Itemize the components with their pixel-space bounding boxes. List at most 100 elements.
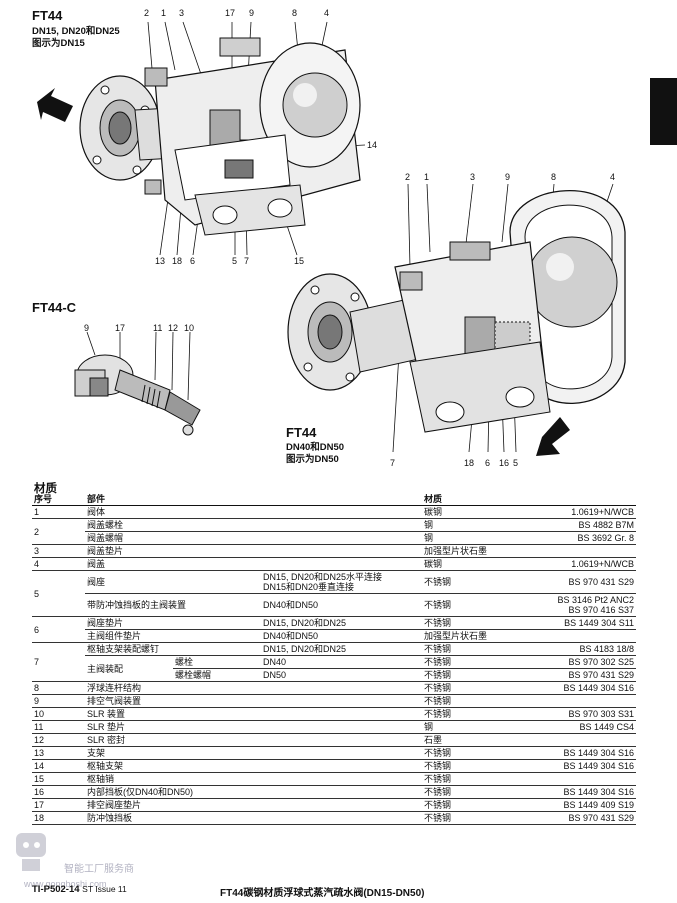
row-part: 枢轴支架装配螺钉 [85,642,261,656]
row-material: 不锈钢 [422,811,515,825]
row-size: DN15, DN20和DN25 [261,642,423,656]
row-no: 3 [32,544,85,558]
fig2-callout: 11 [153,323,163,333]
row-material: 不锈钢 [422,798,515,812]
fig1-callout: 14 [367,140,378,150]
row-spec: BS 1449 409 S19 [514,798,637,812]
fig1-callout: 13 [155,256,166,266]
table-row: 阀盖螺帽 钢 BS 3692 Gr. 8 [32,531,637,545]
fig3-subtitle-sizes: DN40和DN50 [286,442,345,453]
fig1-callout: 8 [292,8,298,18]
header-no: 序号 [32,493,85,506]
row-material: 钢 [422,720,515,734]
row-size: DN40和DN50 [261,593,423,617]
row-no: 17 [32,798,85,812]
row-no: 10 [32,707,85,721]
materials-table: 序号 部件 材质 1 阀体 碳钢 1.0619+N/WCB 2 阀盖螺栓 钢 B… [32,493,637,825]
watermark: 智能工厂服务商 www.gongboshi.com [4,825,154,893]
fig1-callout: 17 [225,8,236,18]
footer-issue: ST Issue 11 [82,884,127,894]
row-material: 不锈钢 [422,694,515,708]
fig1-subtitle-shown: 图示为DN15 [32,38,85,49]
fig3-subtitle-shown: 图示为DN50 [286,454,339,465]
row-size: DN15, DN20和DN25 [261,616,423,630]
row-spec: BS 1449 304 S16 [514,746,637,760]
row-material: 不锈钢 [422,772,515,786]
fig3-callout: 4 [610,172,616,182]
fig1-title: FT44 [32,8,63,23]
table-row: 1 阀体 碳钢 1.0619+N/WCB [32,505,637,519]
table-row: 2 阀盖螺栓 钢 BS 4882 B7M [32,518,637,545]
row-no: 2 [32,518,85,545]
fig1-callout: 5 [232,256,238,266]
row-spec [514,694,637,708]
row-part: SLR 装置 [85,707,423,721]
row-material: 不锈钢 [422,746,515,760]
row-no: 11 [32,720,85,734]
fig3-callout: 16 [499,458,510,468]
table-row: 3 阀盖垫片 加强型片状石墨 [32,544,637,558]
table-row: 7 枢轴支架装配螺钉 DN15, DN20和DN25 不锈钢 BS 4183 1… [32,642,637,682]
row-part: 主阀组件垫片 [85,629,261,643]
row-no: 15 [32,772,85,786]
fig3-callout: 8 [551,172,557,182]
row-part: 排空气阀装置 [85,694,423,708]
row-size: DN50 [261,668,423,682]
row-material: 不锈钢 [422,707,515,721]
row-size: DN40和DN50 [261,629,423,643]
table-row: 主阀组件垫片 DN40和DN50 加强型片状石墨 [32,629,637,643]
table-row: 螺栓螺帽 DN50 不锈钢 BS 970 431 S29 [32,668,637,682]
row-spec: BS 1449 CS4 [514,720,637,734]
row-spec: BS 970 431 S29 [514,570,637,594]
header-material: 材质 [422,493,637,506]
fig2-callout: 10 [184,323,195,333]
row-part: 浮球连杆结构 [85,681,423,695]
row-part: SLR 密封 [85,733,423,747]
fig1-drawing [37,21,366,256]
row-material: 钢 [422,531,515,545]
fig3-callout: 1 [424,172,430,182]
row-no: 18 [32,811,85,825]
row-material: 碳钢 [422,505,515,519]
row-material: 碳钢 [422,557,515,571]
row-material: 不锈钢 [422,759,515,773]
row-spec: BS 970 302 S25 [514,655,637,669]
row-material: 钢 [422,518,515,532]
row-no: 6 [32,616,85,643]
fig1-callout: 9 [249,8,255,18]
fig3-callout: 7 [390,458,396,468]
fig1-callout: 4 [324,8,330,18]
row-no: 13 [32,746,85,760]
row-spec: BS 1449 304 S16 [514,681,637,695]
footer-doc-number: TI-P502-14 [32,884,80,895]
fig1-callout: 2 [144,8,150,18]
row-no: 7 [32,642,85,682]
row-spec: BS 4183 18/8 [514,642,637,656]
row-no: 14 [32,759,85,773]
row-material: 不锈钢 [422,593,515,617]
materials-title: 材质 [34,483,57,495]
row-material: 石墨 [422,733,515,747]
row-spec: BS 1449 304 S16 [514,785,637,799]
fig3-callout: 2 [405,172,411,182]
row-spec: 1.0619+N/WCB [514,557,637,571]
fig3-callout: 5 [513,458,519,468]
fig2-drawing [74,331,201,436]
row-no: 12 [32,733,85,747]
row-material: 加强型片状石墨 [422,544,515,558]
fig3-callout: 3 [470,172,476,182]
table-row: 4 阀盖 碳钢 1.0619+N/WCB [32,557,637,571]
row-part: 排空阀座垫片 [85,798,423,812]
row-part: 阀座垫片 [85,616,261,630]
row-part: 阀座 [85,570,261,594]
row-material: 不锈钢 [422,570,515,594]
row-spec [514,733,637,747]
fig2-callout: 12 [168,323,179,333]
